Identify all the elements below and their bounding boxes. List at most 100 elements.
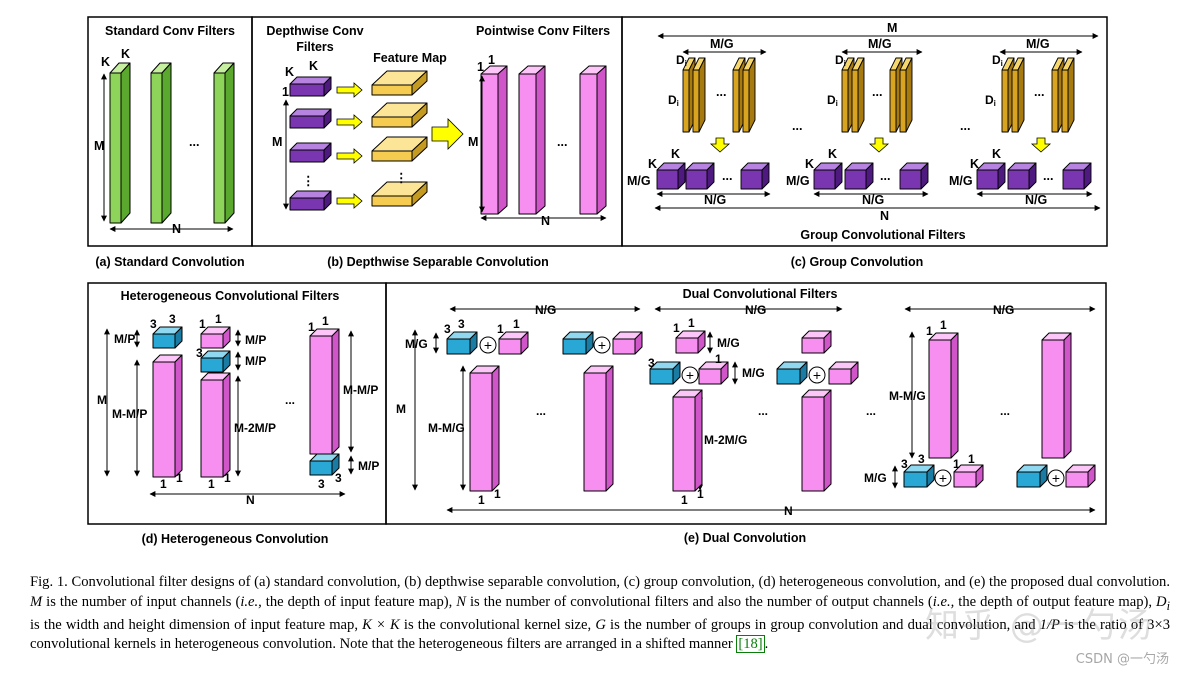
pointwise-filters bbox=[480, 65, 607, 215]
label-one: 1 bbox=[681, 493, 688, 507]
ellipsis: ... bbox=[872, 85, 882, 99]
label-one: 1 bbox=[697, 487, 704, 501]
label-three: 3 bbox=[196, 346, 203, 360]
panel-c-caption: (c) Group Convolution bbox=[791, 255, 924, 269]
ellipsis: ... bbox=[1000, 404, 1010, 418]
label-n: N bbox=[880, 209, 889, 223]
label-m-m-p: M-M/P bbox=[343, 383, 378, 397]
purple-cube bbox=[289, 190, 332, 211]
label-three: 3 bbox=[901, 457, 908, 471]
label-n-g: N/G bbox=[862, 193, 884, 207]
label-di: Di bbox=[992, 53, 1003, 68]
panel-b-title-1: Depthwise Conv bbox=[266, 24, 363, 38]
panel-b-caption: (b) Depthwise Separable Convolution bbox=[327, 255, 549, 269]
ellipsis: ... bbox=[960, 119, 970, 133]
pink-filter bbox=[518, 65, 546, 215]
label-one: 1 bbox=[688, 316, 695, 330]
ellipsis: ... bbox=[792, 119, 802, 133]
big-yellow-arrow bbox=[431, 118, 464, 150]
label-m: M bbox=[94, 139, 104, 153]
feature-map bbox=[371, 102, 428, 128]
ellipsis: ... bbox=[1043, 169, 1053, 183]
panel-b-title-2: Filters bbox=[296, 40, 334, 54]
label-one: 1 bbox=[478, 493, 485, 507]
label-k: K bbox=[101, 55, 110, 69]
label-one: 1 bbox=[477, 60, 484, 74]
plus-icon: + bbox=[598, 337, 606, 353]
label-n-g: N/G bbox=[993, 303, 1014, 317]
green-filter bbox=[213, 62, 235, 224]
figure-caption: Fig. 1. Convolutional filter designs of … bbox=[30, 574, 1170, 654]
ellipsis: ... bbox=[880, 169, 890, 183]
zhihu-watermark: 知乎 @一勺汤 bbox=[925, 606, 1154, 646]
label-di: Di bbox=[985, 93, 996, 108]
label-one: 1 bbox=[926, 324, 933, 338]
label-one: 1 bbox=[322, 314, 329, 328]
panel-e-frame bbox=[385, 282, 1107, 525]
depthwise-filters bbox=[289, 76, 332, 211]
purple-cube bbox=[289, 142, 332, 163]
ellipsis: ... bbox=[285, 393, 295, 407]
group-3: M/G ... ... Di Di ... K K M/G N/G bbox=[949, 37, 1093, 207]
label-m-g: M/G bbox=[627, 174, 651, 188]
label-m: M bbox=[396, 402, 406, 416]
label-m-g: M/G bbox=[717, 336, 740, 350]
label-m-m-g: M-M/G bbox=[428, 421, 465, 435]
label-m-g: M/G bbox=[864, 471, 887, 485]
label-di: Di bbox=[668, 93, 679, 108]
csdn-watermark: CSDN @一勺汤 bbox=[1075, 652, 1169, 667]
label-m-g: M/G bbox=[868, 37, 892, 51]
label-one: 1 bbox=[513, 317, 520, 331]
label-one: 1 bbox=[199, 317, 206, 331]
ellipsis: ... bbox=[866, 404, 876, 418]
label-one: 1 bbox=[968, 452, 975, 466]
label-three: 3 bbox=[648, 356, 655, 370]
label-m: M bbox=[887, 21, 897, 35]
label-k: K bbox=[121, 47, 130, 61]
panel-e-title: Dual Convolutional Filters bbox=[683, 287, 838, 301]
green-filter bbox=[109, 62, 131, 224]
label-m-p: M/P bbox=[358, 459, 379, 473]
label-one: 1 bbox=[160, 477, 167, 491]
label-m-2m-g: M-2M/G bbox=[704, 433, 747, 447]
citation-link[interactable]: [18] bbox=[736, 635, 765, 654]
plus-icon: + bbox=[1052, 470, 1060, 486]
ellipsis: ... bbox=[557, 135, 567, 149]
panel-a-caption: (a) Standard Convolution bbox=[95, 255, 244, 269]
label-three: 3 bbox=[458, 317, 465, 331]
label-k: K bbox=[309, 59, 318, 73]
ellipsis: ... bbox=[716, 85, 726, 99]
label-k: K bbox=[285, 65, 294, 79]
label-one: 1 bbox=[308, 320, 315, 334]
label-di: Di bbox=[676, 53, 687, 68]
feature-map bbox=[371, 136, 428, 162]
label-m: M bbox=[468, 135, 478, 149]
plus-icon: + bbox=[813, 367, 821, 383]
ellipsis: ... bbox=[536, 404, 546, 418]
panel-d-caption: (d) Heterogeneous Convolution bbox=[142, 532, 329, 546]
label-m-g: M/G bbox=[949, 174, 973, 188]
label-m: M bbox=[97, 393, 107, 407]
panel-a-title: Standard Conv Filters bbox=[105, 24, 235, 38]
ellipsis: ... bbox=[189, 135, 199, 149]
label-m-g: M/G bbox=[405, 337, 428, 351]
label-one: 1 bbox=[953, 457, 960, 471]
label-three: 3 bbox=[335, 471, 342, 485]
label-m-m-g: M-M/G bbox=[889, 389, 926, 403]
label-one: 1 bbox=[673, 321, 680, 335]
label-m-2m-p: M-2M/P bbox=[234, 421, 276, 435]
feature-map bbox=[371, 70, 428, 96]
ellipsis: ... bbox=[758, 404, 768, 418]
label-m-p: M/P bbox=[245, 333, 266, 347]
label-m-g: M/G bbox=[1026, 37, 1050, 51]
group-2: M/G ... ... Di Di ... K K M/G N/G bbox=[786, 37, 929, 207]
label-k: K bbox=[992, 147, 1001, 161]
feature-maps bbox=[371, 70, 428, 207]
label-one: 1 bbox=[224, 471, 231, 485]
label-one: 1 bbox=[715, 352, 722, 366]
label-k: K bbox=[671, 147, 680, 161]
label-n-g: N/G bbox=[1025, 193, 1047, 207]
label-one: 1 bbox=[940, 318, 947, 332]
vertical-ellipsis: ⋮ bbox=[302, 174, 315, 188]
label-one: 1 bbox=[497, 322, 504, 336]
